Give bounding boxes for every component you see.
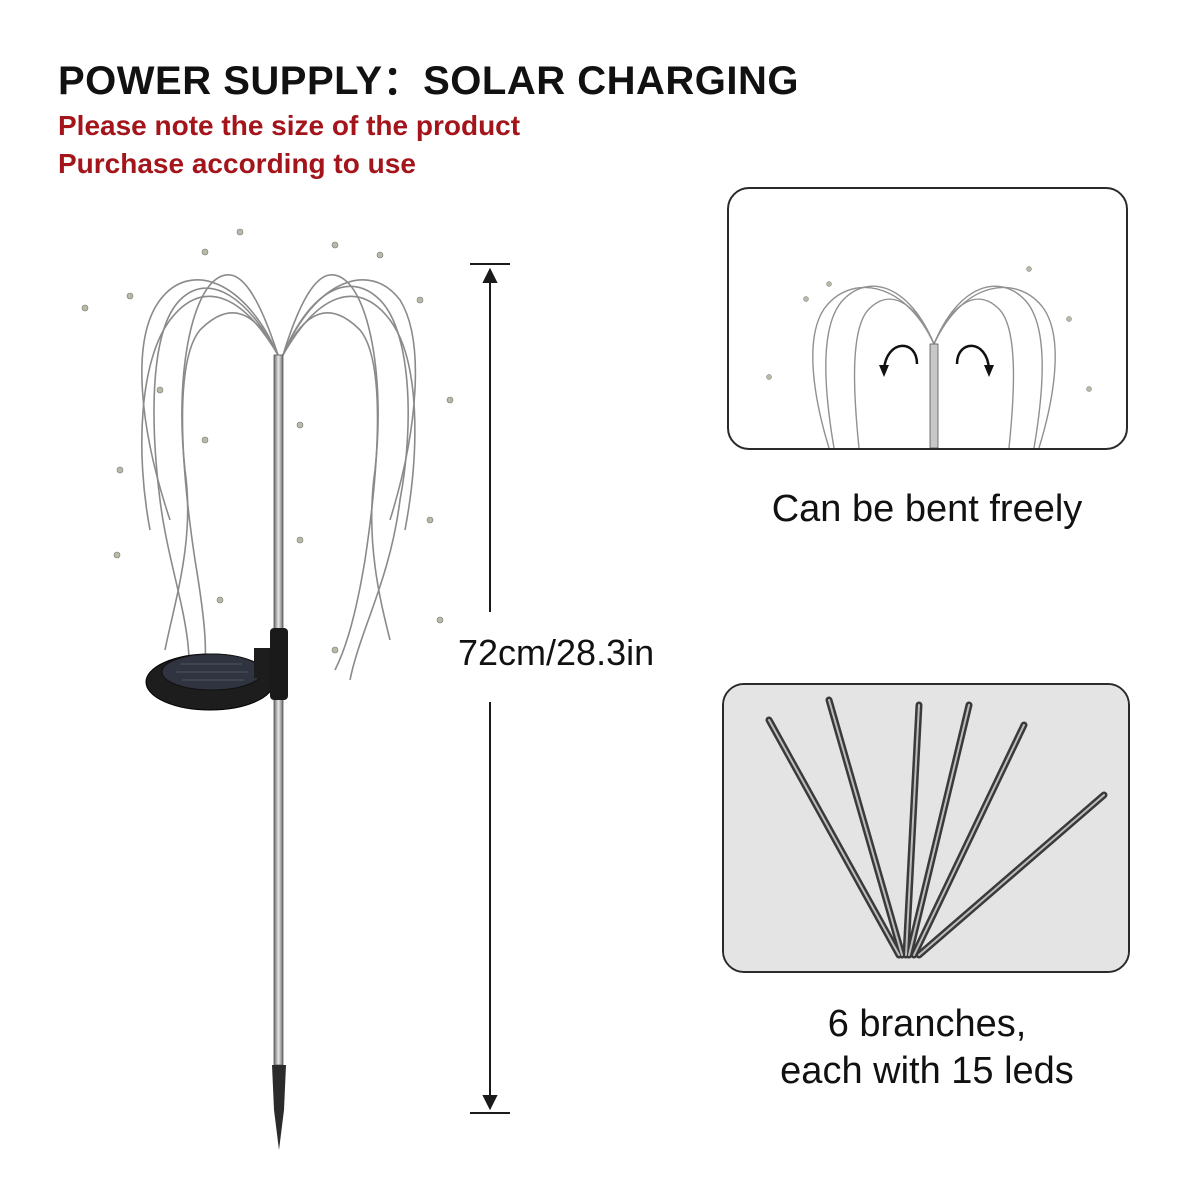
height-dimension-line (470, 263, 510, 1114)
purchase-note: Purchase according to use (58, 148, 416, 179)
bend-right-arrow-icon (955, 344, 991, 370)
branches-closeup-photo (724, 685, 1128, 971)
solar-panel (145, 628, 288, 711)
led-tips (81, 228, 454, 654)
ground-spike (272, 1065, 286, 1150)
branches-caption-line1: 6 branches, (827, 1003, 1027, 1045)
page-title: POWER SUPPLY：SOLAR CHARGING (58, 59, 799, 103)
right-branch-cluster (282, 273, 417, 681)
branches-closeup-panel (722, 683, 1130, 973)
branches-caption-line2: each with 15 leds (780, 1050, 1074, 1092)
left-branch-cluster (141, 273, 279, 701)
bendable-caption: Can be bent freely (771, 488, 1083, 530)
bend-left-arrow-icon (882, 344, 919, 370)
stake-rod (273, 354, 284, 1066)
bendable-photo-panel (727, 187, 1128, 450)
bendable-branches-photo (766, 266, 1092, 448)
size-note: Please note the size of the product (58, 110, 521, 141)
height-label: 72cm/28.3in (458, 632, 655, 673)
